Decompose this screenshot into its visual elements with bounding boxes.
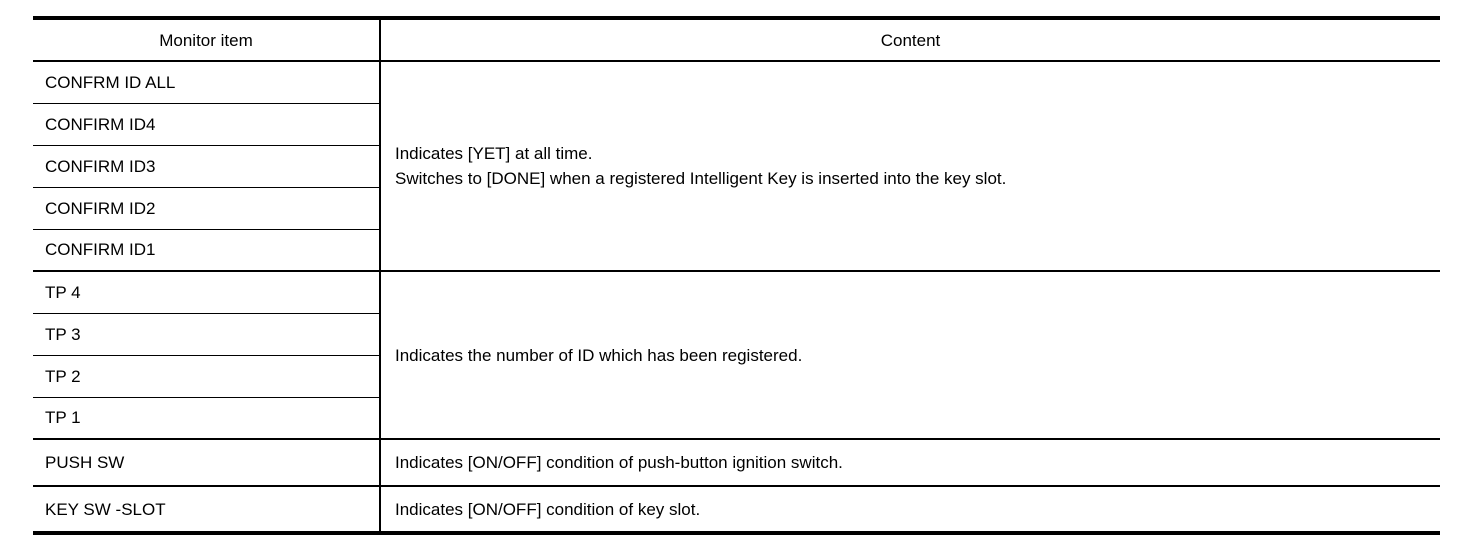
column-header-monitor-item: Monitor item xyxy=(33,18,381,62)
monitor-item-confrm-id-all: CONFRM ID ALL xyxy=(33,61,381,104)
table-row: TP 2 xyxy=(33,355,1440,398)
table-row: CONFIRM ID3 xyxy=(33,145,1440,188)
monitor-item-push-sw: PUSH SW xyxy=(33,439,381,487)
column-header-content: Content xyxy=(380,18,1440,62)
monitor-item-confirm-id3: CONFIRM ID3 xyxy=(33,145,381,188)
monitor-item-table: Monitor item Content CONFRM ID ALL Indic… xyxy=(33,16,1440,535)
monitor-item-confirm-id4: CONFIRM ID4 xyxy=(33,103,381,146)
content-cell-key-sw-slot: Indicates [ON/OFF] condition of key slot… xyxy=(380,486,1440,534)
content-cell-confirm-group: Indicates [YET] at all time. Switches to… xyxy=(380,61,1440,272)
table-row: PUSH SW Indicates [ON/OFF] condition of … xyxy=(33,439,1440,487)
table-row: KEY SW -SLOT Indicates [ON/OFF] conditio… xyxy=(33,486,1440,534)
content-cell-push-sw: Indicates [ON/OFF] condition of push-but… xyxy=(380,439,1440,487)
table-row: TP 4 Indicates the number of ID which ha… xyxy=(33,271,1440,440)
table-row: CONFIRM ID4 xyxy=(33,103,1440,146)
monitor-item-key-sw-slot: KEY SW -SLOT xyxy=(33,486,381,534)
header-row: Monitor item Content xyxy=(33,18,1440,62)
table-row: CONFRM ID ALL Indicates [YET] at all tim… xyxy=(33,61,1440,272)
content-cell-tp-group: Indicates the number of ID which has bee… xyxy=(380,271,1440,440)
monitor-item-tp2: TP 2 xyxy=(33,355,381,398)
monitor-item-confirm-id1: CONFIRM ID1 xyxy=(33,229,381,272)
table-row: CONFIRM ID2 xyxy=(33,187,1440,230)
monitor-item-confirm-id2: CONFIRM ID2 xyxy=(33,187,381,230)
table-row: CONFIRM ID1 xyxy=(33,229,1440,272)
monitor-item-tp3: TP 3 xyxy=(33,313,381,356)
monitor-item-tp1: TP 1 xyxy=(33,397,381,440)
table-row: TP 1 xyxy=(33,397,1440,440)
monitor-item-tp4: TP 4 xyxy=(33,271,381,314)
table-row: TP 3 xyxy=(33,313,1440,356)
